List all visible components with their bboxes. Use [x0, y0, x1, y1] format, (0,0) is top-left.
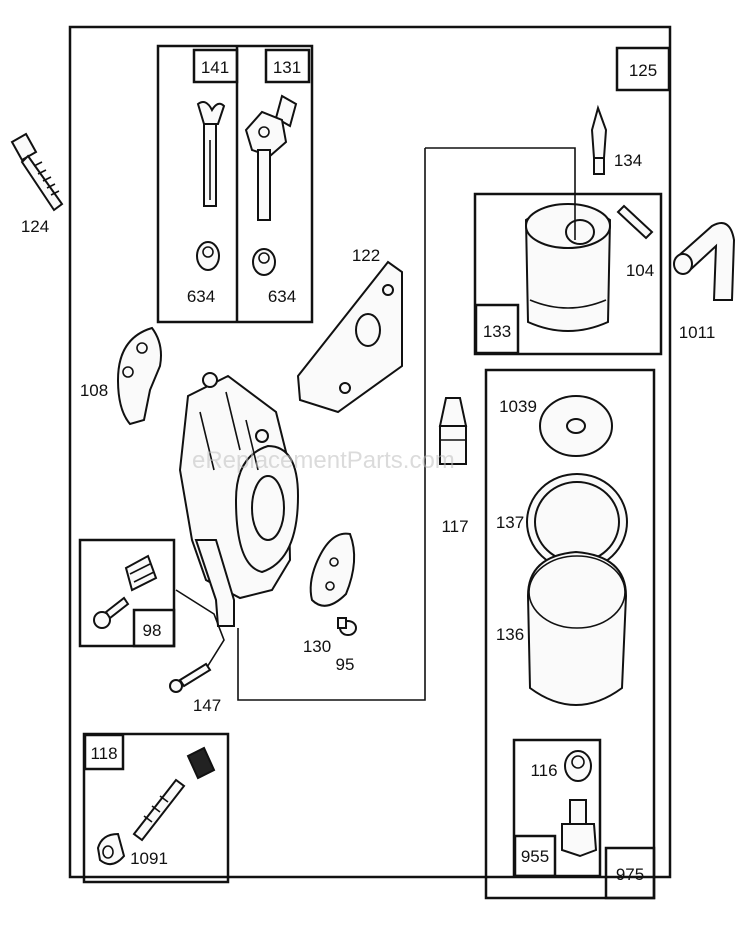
box-975: [484, 368, 656, 900]
part-136-float-bowl[interactable]: [526, 550, 628, 706]
part-133-float[interactable]: [524, 203, 612, 332]
box-141-label-frame: [192, 48, 239, 84]
part-147-screw[interactable]: [169, 589, 225, 693]
part-label-147[interactable]: 147: [193, 696, 221, 715]
part-137-bowl-gasket[interactable]: [526, 473, 628, 571]
part-117-fuel-fitting[interactable]: [438, 397, 468, 465]
carburetor-body[interactable]: [178, 372, 300, 627]
part-label-134[interactable]: 134: [614, 151, 642, 170]
part-131-throttle-shaft[interactable]: [244, 94, 298, 221]
assembly-frame: [68, 25, 672, 879]
part-label-130[interactable]: 130: [303, 637, 331, 656]
part-634-seal-b[interactable]: [252, 248, 276, 276]
watermark: eReplacementParts.com: [192, 447, 455, 474]
part-label-634-b[interactable]: 634: [268, 287, 296, 306]
box-118-label-frame: [83, 733, 125, 771]
part-label-975[interactable]: 975: [616, 865, 644, 884]
part-label-118[interactable]: 118: [90, 744, 117, 763]
part-label-117[interactable]: 117: [441, 517, 468, 536]
part-label-133[interactable]: 133: [483, 322, 511, 341]
part-label-131[interactable]: 131: [273, 58, 301, 77]
part-label-1011[interactable]: 1011: [679, 323, 716, 342]
part-98-idle-screw-spring[interactable]: [93, 554, 158, 629]
box-131-label-frame: [264, 48, 311, 84]
part-95-throttle-screw[interactable]: [337, 617, 357, 636]
part-1011-fuel-hose[interactable]: [673, 222, 736, 301]
leader-line-needle: [237, 147, 576, 701]
part-label-125[interactable]: 125: [629, 61, 657, 80]
part-104-float-pin[interactable]: [616, 204, 654, 240]
part-label-141[interactable]: 141: [201, 58, 229, 77]
part-label-95[interactable]: 95: [336, 655, 355, 674]
box-955-label-frame: [513, 834, 557, 878]
part-label-98[interactable]: 98: [143, 621, 162, 640]
part-634-seal-a[interactable]: [196, 241, 220, 271]
part-label-104[interactable]: 104: [626, 261, 654, 280]
box-141-131: [156, 44, 314, 324]
part-141-choke-shaft[interactable]: [196, 101, 226, 207]
box-116-955: [512, 738, 602, 878]
box-133: [473, 192, 663, 356]
box-118: [82, 732, 230, 884]
part-124-bolt[interactable]: [10, 132, 64, 212]
part-label-136[interactable]: 136: [496, 625, 524, 644]
part-label-122[interactable]: 122: [352, 246, 380, 265]
box-975-label-frame: [604, 846, 656, 900]
part-label-137[interactable]: 137: [496, 513, 524, 532]
box-133-label-frame: [474, 303, 520, 355]
part-label-124[interactable]: 124: [21, 217, 49, 236]
box-98-label-frame: [132, 608, 176, 648]
part-108-choke-plate[interactable]: [116, 326, 162, 426]
part-label-955[interactable]: 955: [521, 847, 549, 866]
part-122-insulator-gasket[interactable]: [296, 260, 403, 414]
box-125-label-frame: [615, 46, 671, 92]
part-label-1039[interactable]: 1039: [499, 397, 537, 416]
part-1039-washer[interactable]: [539, 395, 613, 457]
part-130-throttle-plate[interactable]: [309, 532, 356, 607]
box-98: [78, 538, 176, 648]
part-label-108[interactable]: 108: [80, 381, 108, 400]
part-label-634-a[interactable]: 634: [187, 287, 215, 306]
part-label-116[interactable]: 116: [530, 761, 557, 780]
part-955-bowl-nut[interactable]: [561, 799, 598, 858]
part-134-float-needle[interactable]: [590, 104, 608, 175]
part-118-main-jet[interactable]: [96, 746, 216, 866]
part-116-washer[interactable]: [564, 750, 592, 782]
part-label-1091[interactable]: 1091: [130, 849, 168, 868]
